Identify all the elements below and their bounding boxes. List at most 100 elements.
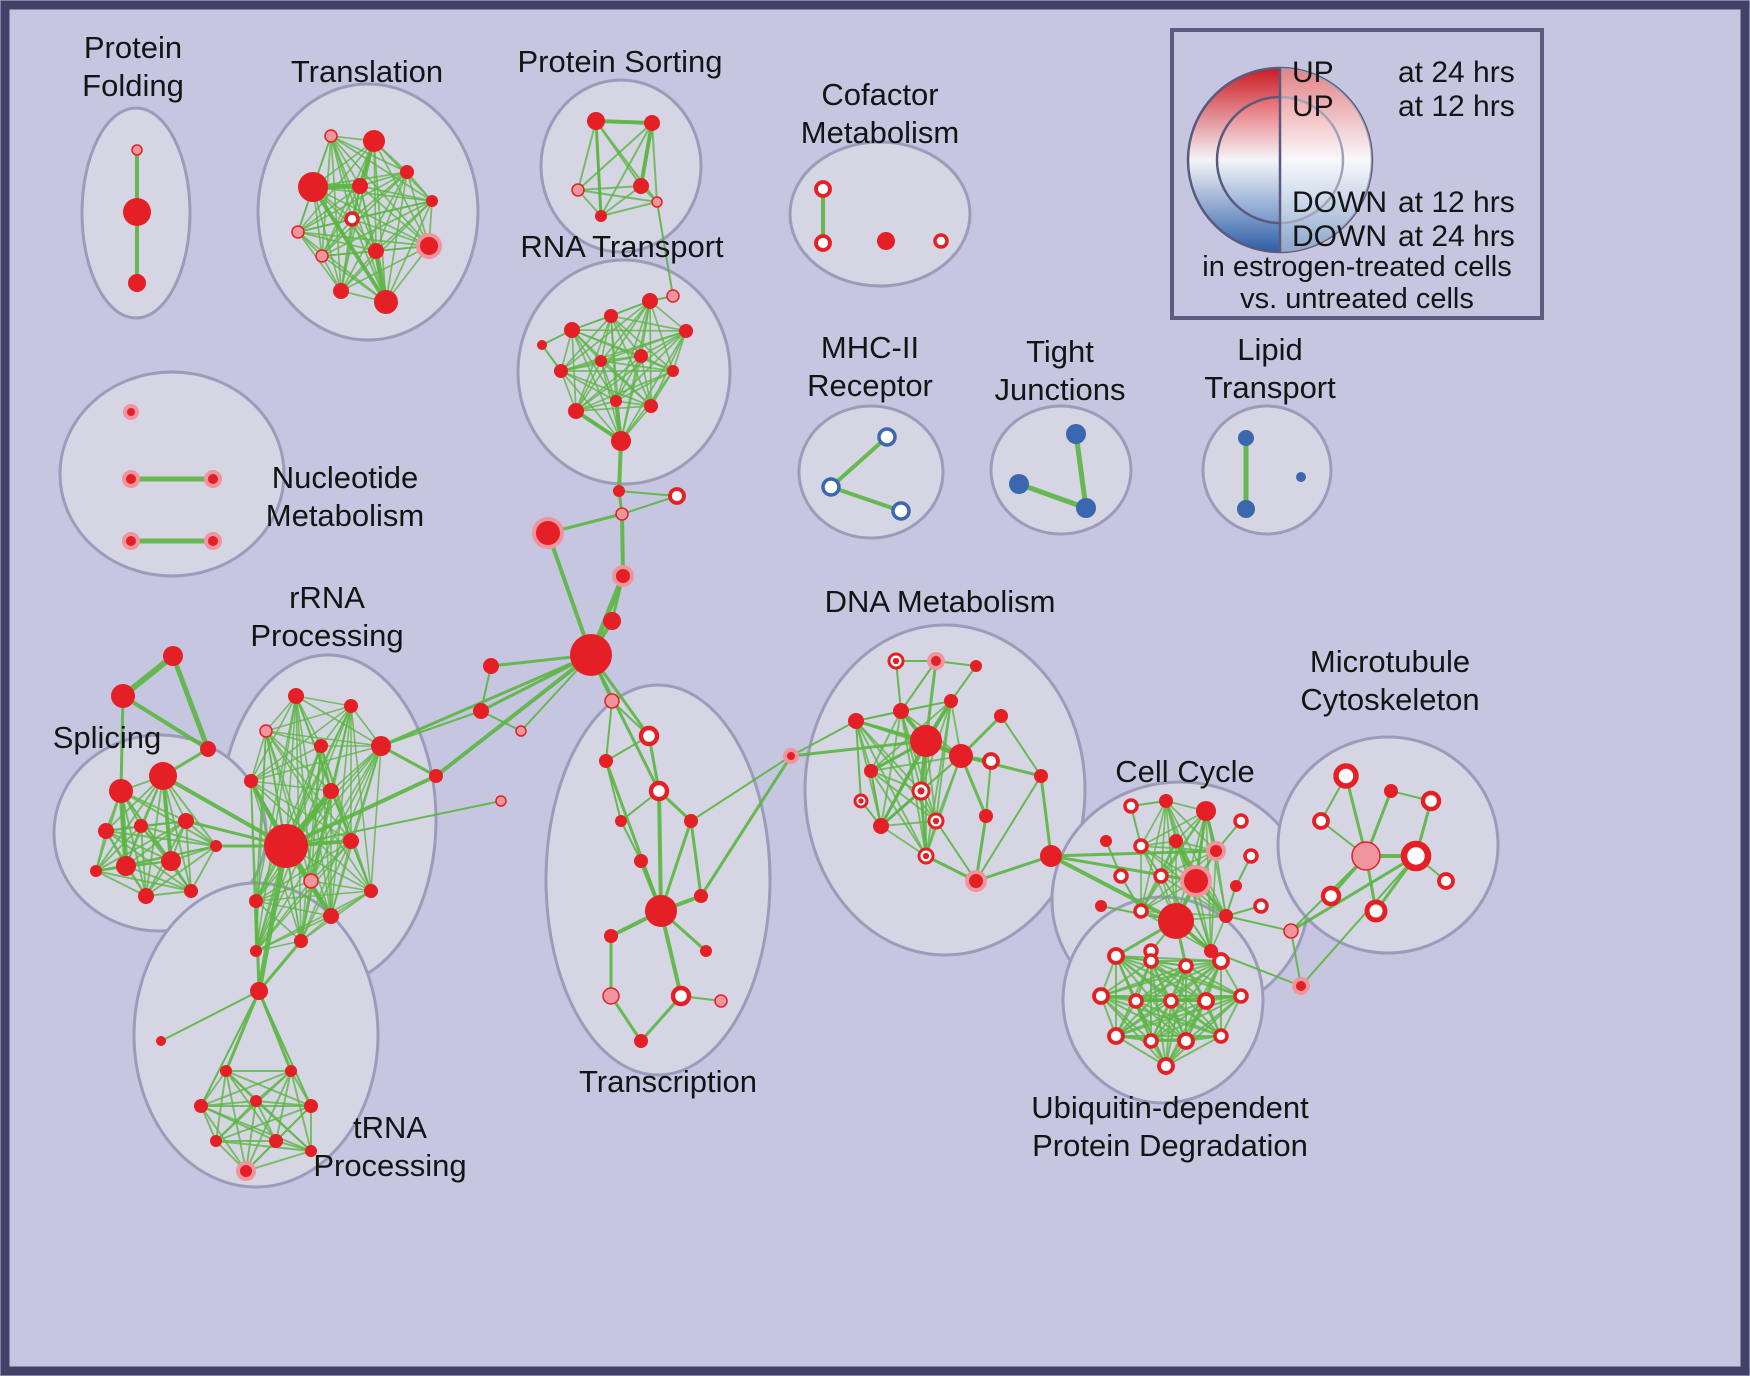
gene-node (568, 403, 584, 419)
edge (161, 774, 173, 863)
edge (295, 695, 352, 707)
gene-node (1213, 1028, 1229, 1044)
edge (351, 218, 387, 303)
edge (297, 231, 430, 247)
gene-node (611, 431, 631, 451)
edge (935, 820, 977, 882)
edge (1165, 995, 1242, 1067)
gene-node (285, 1065, 297, 1077)
edge (974, 854, 1053, 883)
gene-node (515, 725, 527, 737)
gene-node (949, 744, 973, 768)
gene-node (570, 634, 612, 676)
gene-node (1420, 790, 1442, 812)
gene-node (1076, 498, 1096, 518)
edge (250, 780, 332, 792)
gene-node (400, 165, 414, 179)
edge (330, 745, 382, 792)
edge (215, 1100, 257, 1142)
gene-node (134, 819, 148, 833)
gene-node (1143, 1033, 1159, 1049)
gene-node (315, 249, 329, 263)
cluster-label-protein-folding: Folding (82, 68, 184, 103)
edge (610, 315, 652, 407)
cluster-label-protein-sorting: Protein Sorting (517, 44, 722, 79)
edge (245, 1150, 312, 1172)
edge (870, 770, 882, 827)
legend-caption-0: in estrogen-treated cells (1202, 251, 1512, 283)
edge (618, 490, 678, 497)
edge (330, 135, 433, 202)
edge (250, 705, 352, 782)
edge (297, 231, 387, 303)
edge (1300, 855, 1417, 987)
gene-node (1196, 801, 1216, 821)
edge (1165, 960, 1222, 1067)
edge (170, 653, 211, 752)
edge (265, 705, 352, 732)
edge (829, 435, 889, 489)
gene-node (910, 725, 942, 757)
edge (639, 121, 654, 188)
gene-node (1400, 840, 1432, 872)
edge (1140, 810, 1207, 847)
gene-node (634, 1034, 648, 1048)
edge (145, 845, 217, 897)
edge (265, 730, 322, 747)
edge (257, 939, 303, 993)
edge (605, 700, 613, 762)
edge (855, 720, 927, 857)
gene-node (668, 487, 686, 505)
gene-node (163, 646, 183, 666)
gene-node (1364, 899, 1388, 923)
edge (879, 739, 928, 828)
edge (250, 780, 257, 952)
edge (297, 231, 377, 252)
cluster-ellipse-transcription (544, 683, 772, 1077)
edge (925, 755, 962, 857)
gene-node (352, 178, 368, 194)
edge (265, 730, 382, 747)
edge (1073, 431, 1089, 511)
cluster-label-mhc-ii-receptor: MHC-II (821, 330, 919, 365)
cluster-label-tight-junctions: Tight (1026, 334, 1094, 369)
gene-node (1128, 993, 1144, 1009)
gene-node (473, 703, 489, 719)
edge (604, 759, 663, 913)
cluster-ellipse-protein-sorting (539, 78, 703, 254)
gene-node (194, 1099, 208, 1113)
edge (250, 745, 382, 782)
edge (200, 1105, 312, 1152)
edge (855, 720, 862, 802)
edge (1115, 1000, 1172, 1037)
edge (1140, 800, 1167, 847)
edge (121, 694, 210, 751)
gene-node (1296, 472, 1306, 482)
gene-node (873, 818, 889, 834)
cluster-label-lipid-transport: Transport (1204, 370, 1336, 405)
edge (870, 770, 927, 857)
gene-node (610, 395, 622, 407)
legend-row-label-3: DOWN (1292, 220, 1387, 253)
gene-node (615, 507, 629, 521)
gene-node (1157, 1057, 1175, 1075)
gene-node (602, 987, 620, 1005)
gene-node (814, 180, 832, 198)
edge (870, 710, 902, 772)
cluster-label-tight-junctions: Junctions (995, 372, 1126, 407)
gene-node (612, 565, 634, 587)
edge (560, 370, 622, 442)
edge (105, 830, 172, 862)
gene-node (1237, 500, 1255, 518)
edge (255, 1100, 277, 1142)
gene-node (244, 774, 258, 788)
legend-row-label-0: UP (1292, 56, 1334, 89)
edge (256, 843, 289, 994)
edge (255, 695, 297, 902)
edge (1115, 995, 1242, 1037)
gene-node (426, 195, 438, 207)
gene-node (645, 895, 677, 927)
gene-node (982, 752, 1000, 770)
edge (125, 820, 187, 867)
gene-node (1204, 944, 1218, 958)
